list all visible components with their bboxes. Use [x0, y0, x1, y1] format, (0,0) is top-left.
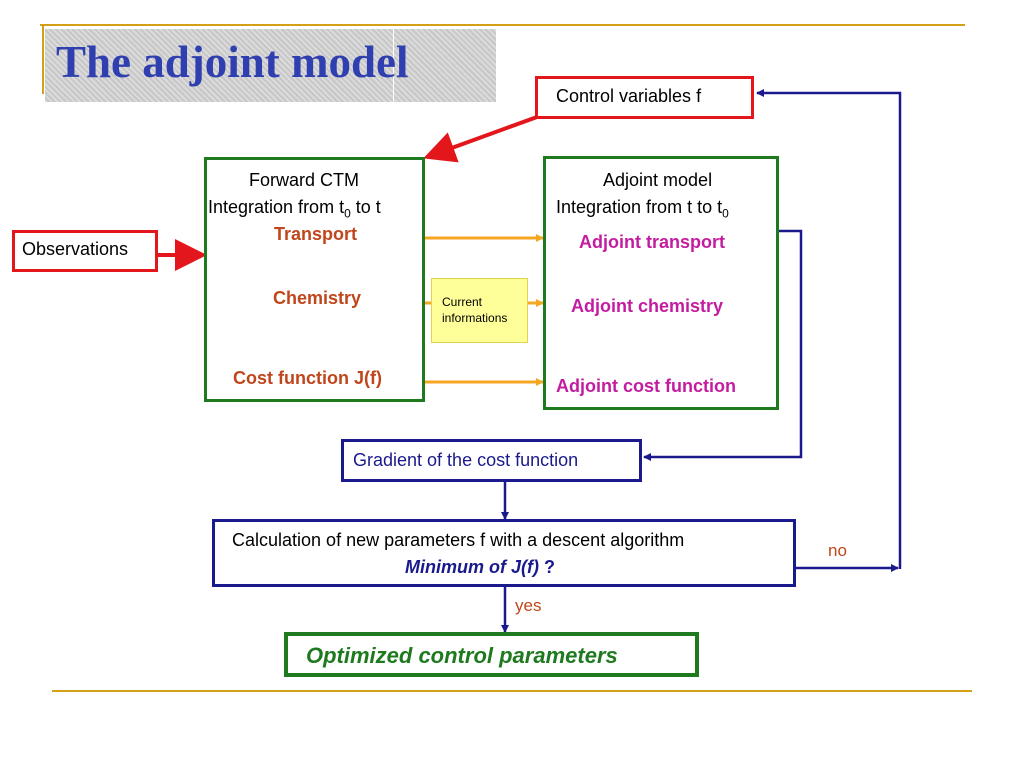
adjoint-integration-text: Integration from t to t: [556, 197, 723, 217]
gradient-box: [341, 439, 642, 482]
current-informations-box: [431, 278, 528, 343]
forward-integration-subscript: 0: [344, 206, 351, 221]
calculation-box: [212, 519, 796, 587]
adjoint-transport: Adjoint transport: [579, 232, 725, 252]
forward-ctm-box: [204, 157, 425, 402]
arrow-no-loop-to-control: [756, 89, 902, 569]
minimum-question: Minimum of J(f): [405, 557, 539, 577]
calculation-line2: Minimum of J(f) ?: [405, 557, 555, 578]
forward-transport: Transport: [274, 224, 358, 244]
yes-label: yes: [515, 596, 542, 615]
title-divider: [393, 29, 394, 102]
observations-box: [12, 230, 158, 272]
title-background: [45, 29, 496, 102]
gradient-label: Gradient of the cost function: [353, 450, 579, 470]
no-label: no: [828, 541, 847, 560]
top-rule: [40, 24, 965, 26]
adjoint-integration-subscript: 0: [722, 206, 729, 221]
control-variables-box: [535, 76, 754, 119]
forward-chemistry: Chemistry: [273, 288, 362, 308]
adjoint-cost-function: Adjoint cost function: [556, 376, 736, 396]
control-variables-label: Control variables f: [556, 86, 702, 106]
bottom-rule: [52, 690, 972, 692]
arrow-adjoint-to-gradient: [643, 229, 803, 461]
current-informations-line2: informations: [442, 311, 508, 325]
adjoint-model-title: Adjoint model: [603, 170, 713, 190]
top-left-rule-vertical: [42, 24, 44, 94]
forward-integration-end: to t: [350, 197, 381, 217]
optimized-box: [284, 632, 699, 677]
current-informations-line1: Current: [442, 295, 483, 309]
forward-ctm-integration: Integration from t0 to t: [208, 197, 381, 221]
adjoint-chemistry: Adjoint chemistry: [571, 296, 724, 316]
arrow-control-to-forward: [423, 115, 538, 163]
optimized-label: Optimized control parameters: [306, 643, 618, 668]
forward-cost-function: Cost function J(f): [233, 368, 382, 388]
calculation-line1: Calculation of new parameters f with a d…: [232, 530, 685, 550]
minimum-question-mark: ?: [538, 557, 555, 577]
observations-label: Observations: [22, 239, 129, 259]
forward-integration-text: Integration from t: [208, 197, 345, 217]
adjoint-model-box: [543, 156, 779, 410]
forward-ctm-title: Forward CTM: [249, 170, 360, 190]
page-title: The adjoint model: [56, 37, 409, 87]
adjoint-model-integration: Integration from t to t0: [556, 197, 729, 221]
